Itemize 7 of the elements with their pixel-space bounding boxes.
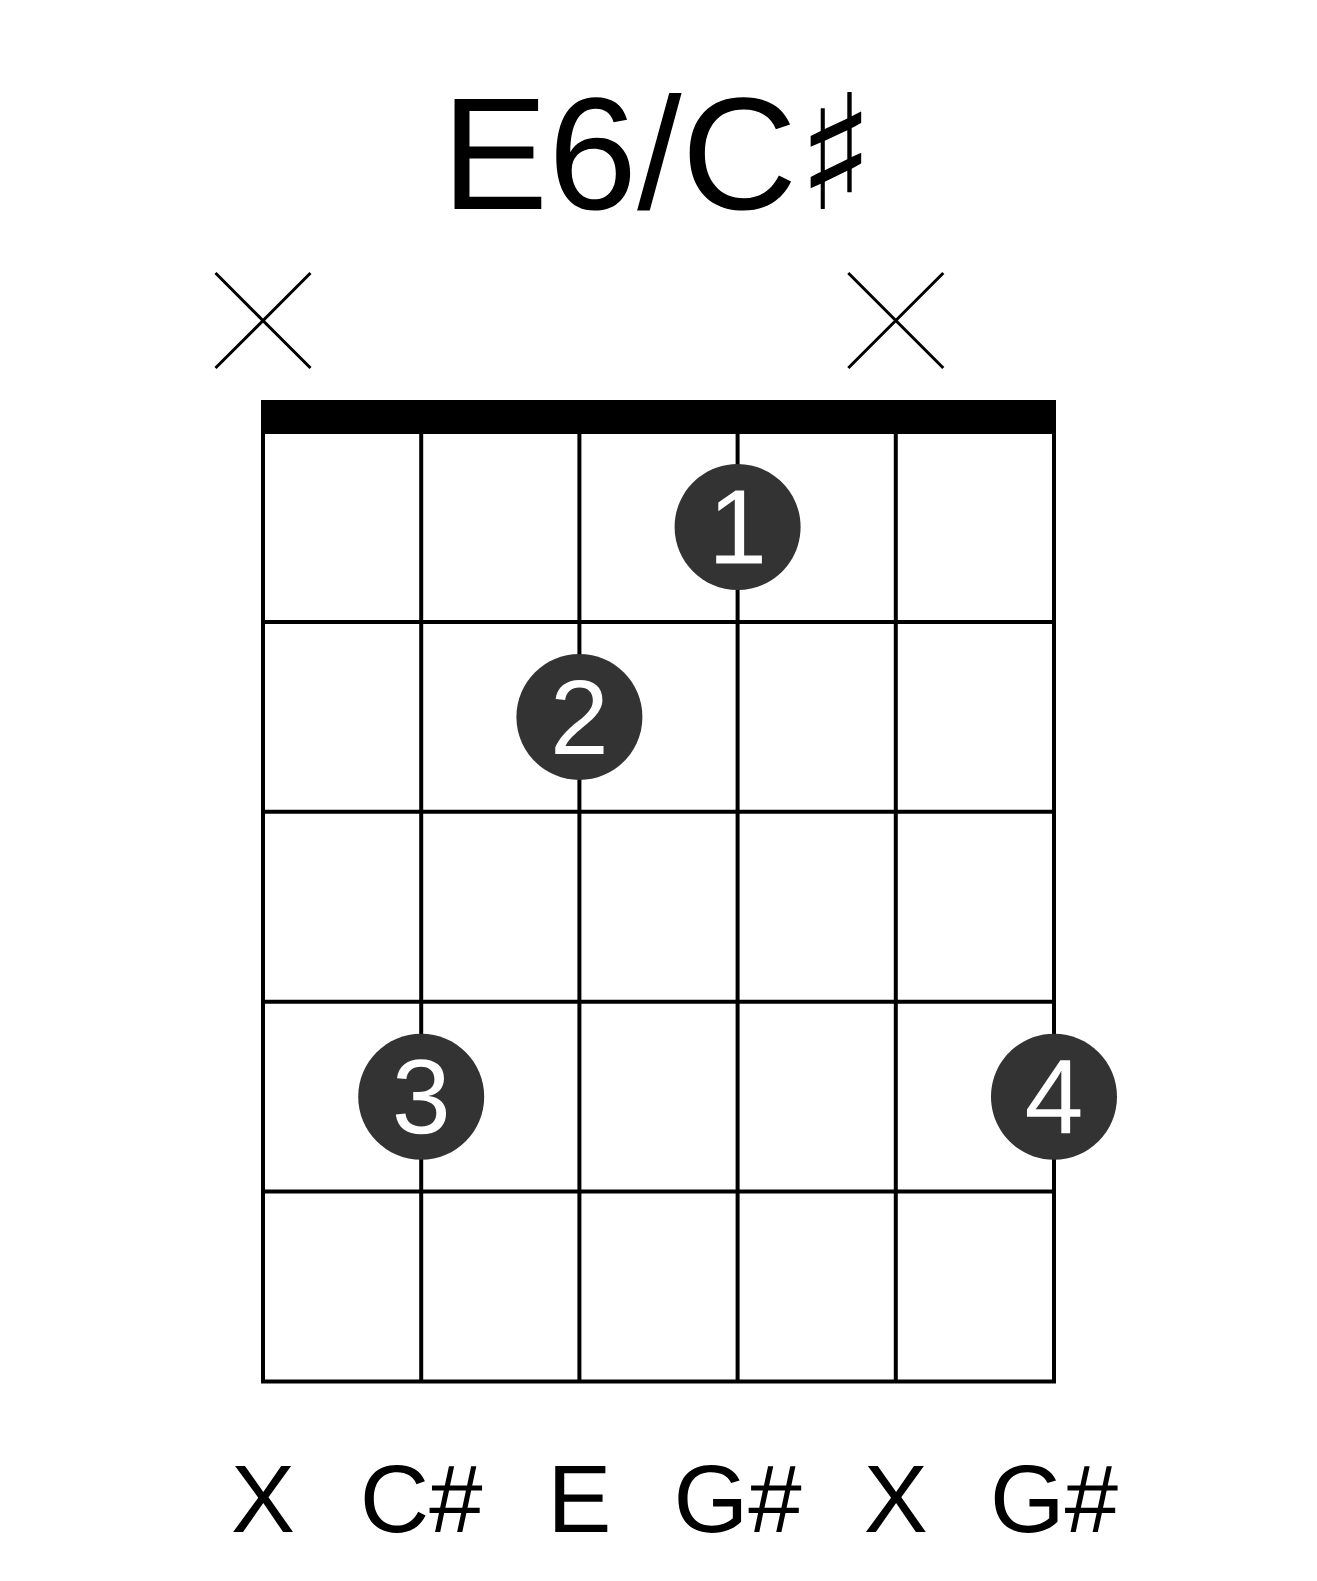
note-label: X xyxy=(865,1465,926,1532)
note-label: E xyxy=(555,1465,608,1532)
note-label: G# xyxy=(994,1465,1118,1533)
note-label: C# xyxy=(364,1465,483,1533)
note-label: G# xyxy=(678,1465,802,1533)
chord-title: E6/C♯ xyxy=(454,92,862,211)
note-label: X xyxy=(233,1465,293,1532)
